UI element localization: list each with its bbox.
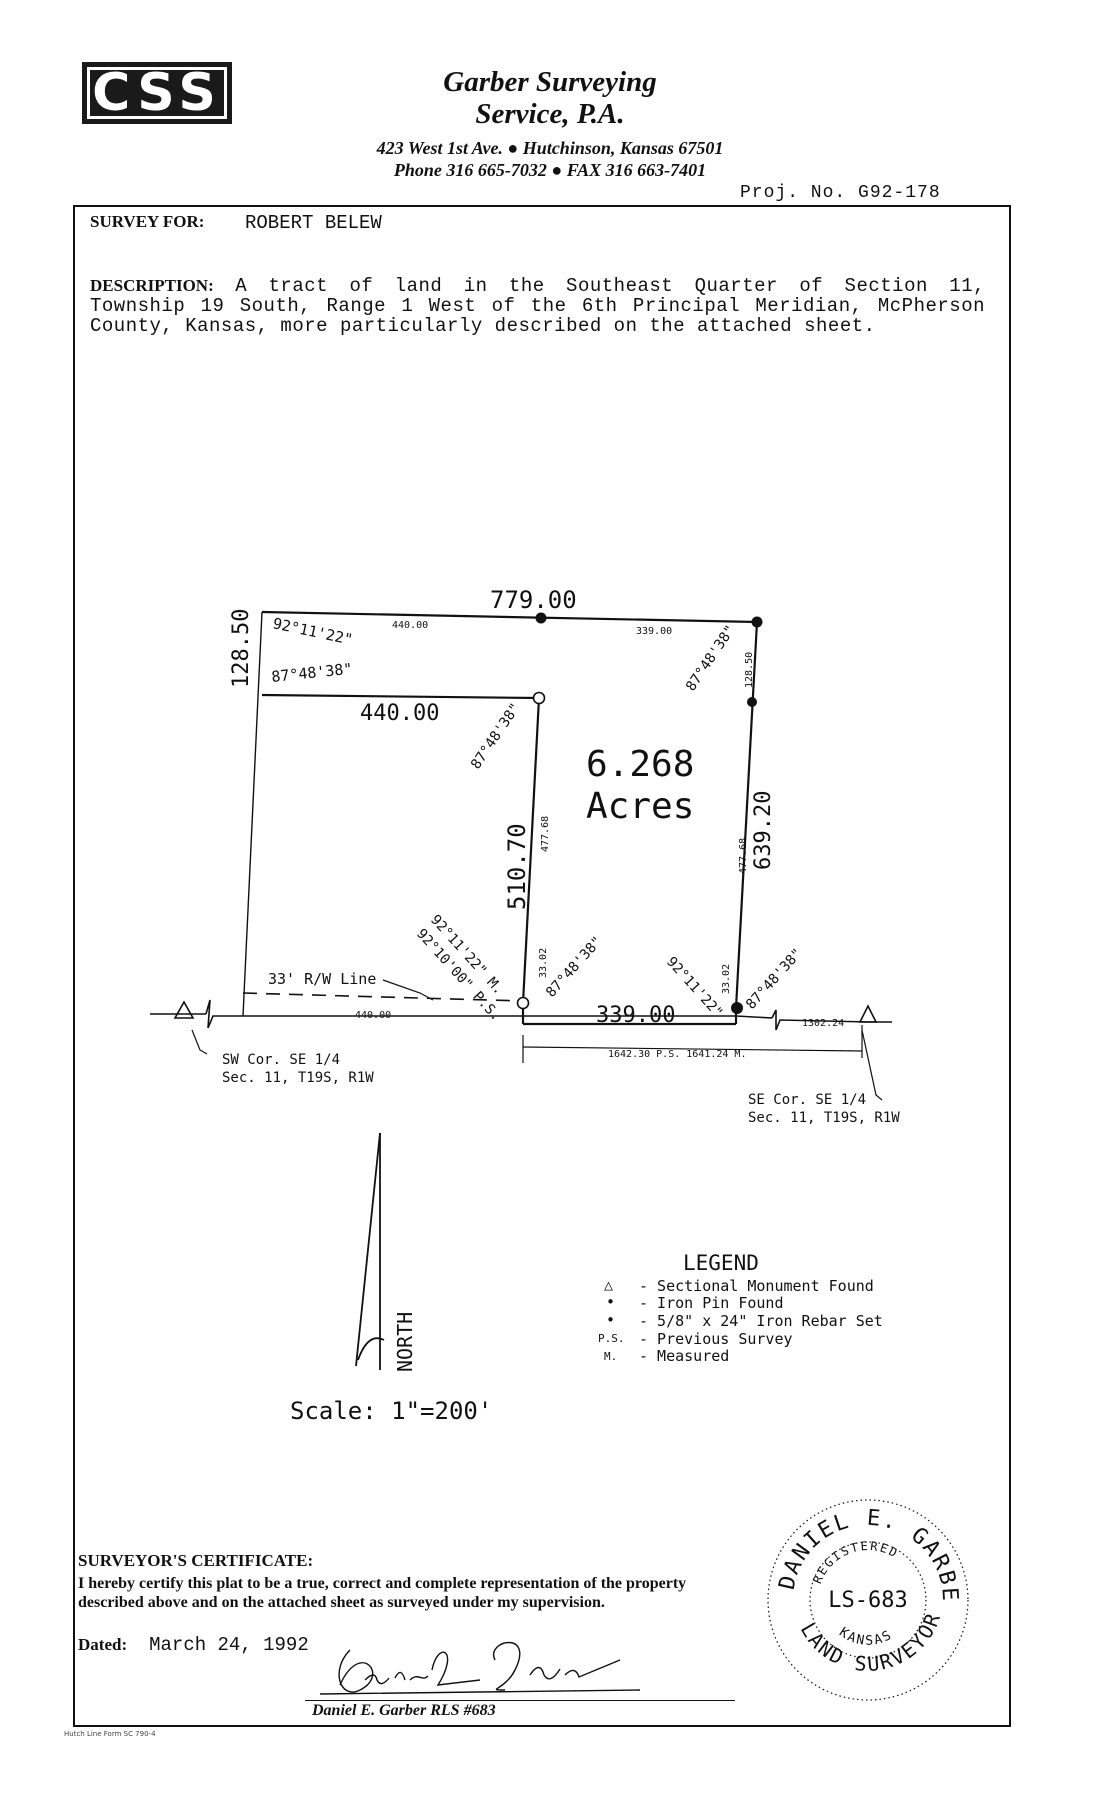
legend-text: - Previous Survey	[639, 1330, 793, 1348]
north-label: NORTH	[393, 1312, 417, 1372]
area-unit: Acres	[586, 786, 694, 827]
document-frame	[73, 205, 1011, 1727]
inner-north-line	[261, 693, 540, 700]
angle-inner: 87°48'38"	[468, 700, 524, 772]
company-logo: CSS	[82, 62, 232, 124]
top-left-dim: 440.00	[392, 620, 428, 631]
legend-text: - Iron Pin Found	[639, 1294, 784, 1312]
company-name-line1: Garber Surveying	[443, 66, 657, 98]
rebar-set-icon	[532, 691, 546, 705]
svg-text:KANSAS: KANSAS	[836, 1625, 895, 1649]
company-address: 423 West 1st Ave. ● Hutchinson, Kansas 6…	[376, 138, 724, 158]
west-short-dim: 128.50	[229, 609, 254, 688]
legend-text: - 5/8" x 24" Iron Rebar Set	[639, 1312, 883, 1330]
south-total-dim: 339.00	[596, 1003, 675, 1028]
form-footer: Hutch Line Form SC 790-4	[64, 1730, 156, 1738]
description: DESCRIPTION: A tract of land in the Sout…	[90, 276, 985, 336]
survey-for-label: SURVEY FOR:	[90, 212, 205, 231]
company-name: Garber Surveying Service, P.A.	[380, 66, 720, 130]
top-right-dim: 339.00	[636, 626, 672, 637]
baseline-measure: 1642.30 P.S. 1641.24 M.	[608, 1049, 746, 1060]
legend-symbol: M.	[604, 1350, 617, 1363]
inner-west-a: 477.68	[540, 816, 551, 852]
north-boundary-line	[261, 610, 758, 624]
north-arrow-icon	[355, 1132, 385, 1370]
rebar-set-icon	[516, 996, 530, 1010]
seal-state: KANSAS	[836, 1625, 893, 1649]
description-label: DESCRIPTION:	[90, 276, 214, 295]
inner-west-total: 510.70	[503, 823, 531, 910]
iron-pin-icon	[747, 697, 757, 707]
company-name-line2: Service, P.A.	[475, 98, 625, 130]
east-b: 33.02	[721, 964, 732, 994]
dated-label: Dated:	[78, 1635, 128, 1654]
east-short-dim: 128.50	[744, 652, 755, 688]
certificate-body: I hereby certify this plat to be a true,…	[78, 1575, 687, 1611]
signature-icon	[320, 1641, 641, 1695]
legend-title: LEGEND	[683, 1251, 759, 1275]
sw-corner-line2: Sec. 11, T19S, R1W	[222, 1070, 374, 1086]
angle-se-b: 87°48'38"	[743, 946, 806, 1013]
se-corner-line1: SE Cor. SE 1/4	[748, 1092, 866, 1108]
east-total: 639.20	[751, 791, 776, 870]
south-left-dim: 440.00	[355, 1010, 391, 1021]
east-boundary-line	[734, 621, 759, 1009]
angle-sw-c: 87°48'38"	[543, 934, 606, 1001]
scale-label: Scale: 1"=200'	[290, 1397, 492, 1425]
legend-symbol: P.S.	[598, 1332, 625, 1345]
iron-pin-icon	[731, 1002, 743, 1014]
legend-symbol: △	[604, 1276, 613, 1294]
legend-text: - Measured	[639, 1347, 729, 1365]
project-number: Proj. No. G92-178	[740, 183, 941, 203]
rw-line-label: 33' R/W Line	[268, 970, 376, 988]
company-contact: 423 West 1st Ave. ● Hutchinson, Kansas 6…	[300, 137, 800, 181]
dated-row: Dated: March 24, 1992	[78, 1634, 309, 1656]
west-boundary-line	[242, 611, 263, 1017]
dated-value: March 24, 1992	[149, 1634, 309, 1656]
monument-sw-icon	[173, 1000, 195, 1019]
survey-for-value: ROBERT BELEW	[245, 212, 382, 234]
iron-pin-icon	[535, 612, 547, 624]
legend-text: - Sectional Monument Found	[639, 1277, 874, 1295]
area-value: 6.268	[586, 744, 694, 785]
angle-ne: 87°48'38"	[683, 622, 739, 694]
signer-name: Daniel E. Garber RLS #683	[312, 1702, 496, 1719]
east-a: 477.68	[738, 838, 749, 874]
inner-north-dim: 440.00	[360, 701, 439, 726]
baseline-east: 1302.24	[802, 1018, 844, 1029]
angle-nw-b: 87°48'38"	[271, 660, 354, 686]
certificate-title: SURVEYOR'S CERTIFICATE:	[78, 1551, 314, 1570]
iron-pin-icon	[751, 616, 763, 628]
inner-west-line	[521, 697, 541, 1004]
signature-line	[305, 1700, 735, 1701]
inner-west-b: 33.02	[538, 948, 549, 978]
legend-symbol: •	[606, 1293, 615, 1311]
company-phone: Phone 316 665-7032 ● FAX 316 663-7401	[393, 160, 707, 180]
se-corner-line2: Sec. 11, T19S, R1W	[748, 1110, 900, 1126]
sw-corner-line1: SW Cor. SE 1/4	[222, 1052, 340, 1068]
angle-nw-a: 92°11'22"	[271, 614, 354, 649]
monument-se-icon	[858, 1004, 878, 1023]
legend-symbol: •	[606, 1311, 615, 1329]
top-total-dim: 779.00	[490, 586, 577, 614]
description-text: A tract of land in the Southeast Quarter…	[90, 275, 986, 337]
legend: LEGEND △ - Sectional Monument Found • - …	[598, 1251, 883, 1365]
seal-license: LS-683	[828, 1588, 907, 1613]
